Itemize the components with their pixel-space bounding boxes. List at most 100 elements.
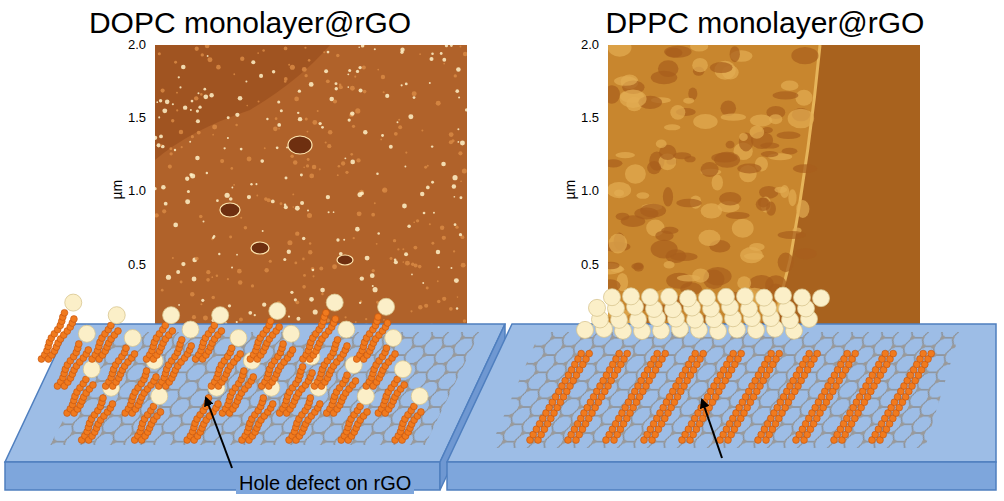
axis-tick: 0.5 xyxy=(581,258,599,272)
afm-grain xyxy=(244,226,248,230)
afm-grain xyxy=(155,136,157,140)
afm-grain xyxy=(312,165,316,169)
afm-grain xyxy=(337,174,339,176)
afm-grain xyxy=(761,151,779,157)
afm-grain xyxy=(199,215,203,219)
afm-grain xyxy=(401,84,403,86)
afm-grain xyxy=(670,105,685,120)
afm-grain xyxy=(373,287,378,292)
afm-grain xyxy=(344,316,346,318)
afm-grain xyxy=(664,124,681,130)
afm-grain xyxy=(413,221,415,223)
afm-grain xyxy=(179,130,183,134)
lipid-chain xyxy=(334,336,341,343)
afm-grain xyxy=(162,108,167,113)
lipid-head xyxy=(338,321,355,338)
afm-grain xyxy=(225,193,230,198)
afm-grain xyxy=(176,109,178,111)
afm-grain xyxy=(438,266,440,268)
afm-grain xyxy=(664,261,675,268)
afm-grain xyxy=(203,316,208,321)
afm-grain xyxy=(737,163,761,173)
afm-grain xyxy=(216,65,221,70)
afm-grain xyxy=(290,155,294,159)
afm-grain xyxy=(413,96,416,99)
afm-grain xyxy=(360,192,364,196)
afm-grain xyxy=(357,211,362,216)
afm-grain xyxy=(460,180,462,182)
afm-grain xyxy=(294,298,297,301)
afm-grain xyxy=(426,286,429,289)
lipid-chain xyxy=(776,350,783,357)
afm-grain xyxy=(300,201,304,205)
afm-grain xyxy=(240,217,242,219)
lipid-head xyxy=(661,288,678,305)
lipid-head xyxy=(108,307,125,324)
lipid-chain xyxy=(178,336,185,343)
lipid-chain xyxy=(85,347,92,354)
afm-grain xyxy=(795,248,817,259)
afm-grain xyxy=(616,213,630,221)
lipid-head xyxy=(394,361,411,378)
afm-grain xyxy=(416,219,419,222)
afm-grain xyxy=(189,173,192,176)
afm-grain xyxy=(235,124,238,127)
afm-grain xyxy=(327,51,330,54)
afm-grain xyxy=(372,285,374,287)
afm-grain xyxy=(402,204,407,209)
afm-grain xyxy=(320,288,325,293)
afm-grain xyxy=(309,297,314,302)
afm-grain xyxy=(216,274,218,276)
afm-grain xyxy=(197,92,199,94)
lipid-chain xyxy=(250,374,257,381)
afm-grain xyxy=(356,70,359,73)
afm-grain xyxy=(443,63,445,65)
afm-grain xyxy=(339,84,342,87)
axis-unit: µm xyxy=(563,180,578,200)
lipid-chain xyxy=(616,350,623,357)
afm-grain xyxy=(229,197,233,201)
afm-grain xyxy=(298,90,301,93)
lipid-chain xyxy=(654,350,661,357)
afm-grain xyxy=(250,183,252,185)
afm-grain xyxy=(169,147,172,150)
afm-grain xyxy=(778,253,794,273)
afm-grain xyxy=(277,100,280,103)
afm-grain xyxy=(283,258,286,261)
afm-grain xyxy=(620,90,647,108)
lipid-chain xyxy=(280,341,287,348)
afm-grain xyxy=(376,173,379,176)
afm-grain xyxy=(190,109,192,111)
afm-grain xyxy=(440,52,443,55)
afm-grain xyxy=(661,227,678,234)
afm-grain xyxy=(269,260,272,263)
afm-grain xyxy=(311,267,315,271)
afm-grain xyxy=(355,227,360,232)
afm-grain xyxy=(296,317,300,321)
afm-grain xyxy=(359,302,361,304)
afm-grain xyxy=(180,281,183,284)
lipid-chain xyxy=(344,343,351,350)
afm-grain xyxy=(203,94,208,99)
afm-grain xyxy=(376,243,378,245)
afm-grain xyxy=(284,77,288,81)
afm-grain xyxy=(200,93,203,96)
afm-grain xyxy=(457,141,459,143)
afm-grain xyxy=(258,100,260,102)
afm-grain xyxy=(402,261,404,263)
afm-grain xyxy=(319,267,323,271)
afm-grain xyxy=(769,114,782,124)
afm-grain xyxy=(793,164,817,173)
afm-grain xyxy=(325,141,327,143)
afm-grain xyxy=(302,258,305,261)
afm-grain xyxy=(256,195,258,197)
afm-grain xyxy=(207,55,209,57)
afm-grain xyxy=(389,145,393,149)
lipid-head xyxy=(212,307,229,324)
lipid-chain xyxy=(352,378,359,385)
afm-grain xyxy=(463,52,467,57)
lipid-chain xyxy=(700,350,707,357)
afm-grain xyxy=(245,80,247,82)
afm-grain xyxy=(422,282,424,284)
afm-grain xyxy=(158,52,161,55)
